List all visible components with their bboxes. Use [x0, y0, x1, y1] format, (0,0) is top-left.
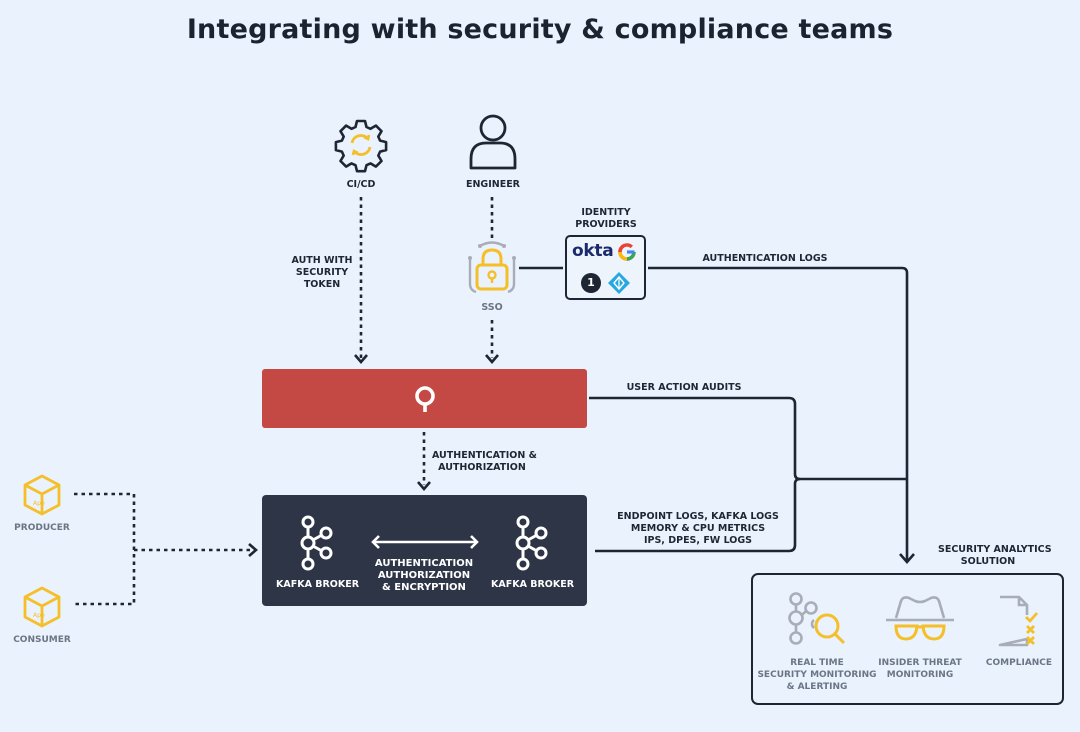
gear-sync-icon: [334, 119, 388, 173]
monitoring-line2: SECURITY MONITORING: [757, 670, 877, 680]
app-icon-text: App: [33, 612, 45, 619]
okta-logo: okta: [572, 241, 614, 261]
user-audits-edge: [589, 396, 907, 481]
bidirectional-arrow-icon: [371, 535, 479, 549]
sas-item-insider-label: INSIDER THREAT MONITORING: [870, 657, 970, 681]
identity-providers-label: IDENTITY PROVIDERS: [560, 207, 652, 231]
security-analytics-box[interactable]: REAL TIME SECURITY MONITORING & ALERTING…: [751, 573, 1064, 705]
kafka-link-line1: AUTHENTICATION: [374, 558, 474, 569]
sas-label-line2: SOLUTION: [960, 556, 1016, 567]
auth-logs-edge: [648, 266, 909, 560]
idp-label-line2: PROVIDERS: [575, 219, 637, 230]
google-icon: [618, 243, 636, 261]
kafka-icon: [300, 515, 333, 571]
arrowhead: [899, 553, 915, 564]
endpoint-logs-line2: MEMORY & CPU METRICS: [630, 523, 766, 534]
insider-line2: MONITORING: [886, 670, 954, 680]
auth-token-line1: AUTH WITH: [291, 255, 353, 266]
arrowhead: [417, 481, 431, 491]
insider-line1: INSIDER THREAT: [878, 658, 962, 668]
authn-authz-label: AUTHENTICATION & AUTHORIZATION: [432, 450, 537, 474]
kafka-cluster-box[interactable]: KAFKA BROKER AUTHENTICATION AUTHORIZATIO…: [262, 495, 587, 606]
producer-edge: [74, 492, 136, 606]
sas-item-monitoring-label: REAL TIME SECURITY MONITORING & ALERTING: [755, 657, 879, 693]
auth-token-label: AUTH WITH SECURITY TOKEN: [284, 255, 360, 291]
platform-logo-icon: [415, 386, 435, 412]
kafka-broker-right-label: KAFKA BROKER: [491, 579, 575, 590]
arrowhead: [248, 543, 258, 557]
security-analytics-label: SECURITY ANALYTICS SOLUTION: [938, 544, 1052, 568]
kafka-link-line3: & ENCRYPTION: [382, 582, 466, 593]
app-box-icon: App: [23, 586, 61, 628]
app-icon-text: App: [33, 500, 45, 507]
arrowhead: [485, 354, 499, 364]
identity-providers-box[interactable]: okta 1: [565, 235, 646, 300]
padlock-icon: [468, 241, 516, 294]
consumer-label: CONSUMER: [13, 635, 71, 645]
auth-token-line3: TOKEN: [303, 279, 341, 290]
spy-hat-icon: [886, 596, 954, 641]
endpoint-logs-line3: IPS, DPES, FW LOGS: [643, 535, 753, 546]
checklist-document-icon: [998, 595, 1039, 647]
cicd-label: CI/CD: [346, 179, 376, 190]
endpoint-logs-line1: ENDPOINT LOGS, KAFKA LOGS: [617, 511, 779, 522]
monitoring-search-icon: [788, 592, 846, 645]
kafka-link-line2: AUTHORIZATION: [377, 570, 471, 581]
endpoint-logs-label: ENDPOINT LOGS, KAFKA LOGS MEMORY & CPU M…: [612, 511, 784, 547]
azure-ad-icon: [608, 272, 630, 294]
diagram-title: Integrating with security & compliance t…: [186, 14, 894, 45]
kafka-broker-left-label: KAFKA BROKER: [276, 579, 360, 590]
onepassword-icon: 1: [581, 273, 601, 293]
sas-label-line1: SECURITY ANALYTICS: [938, 544, 1052, 555]
engineer-label: ENGINEER: [465, 179, 521, 190]
authn-authz-line2: AUTHORIZATION: [438, 462, 526, 473]
arrowhead: [354, 354, 368, 364]
producer-label: PRODUCER: [14, 523, 70, 533]
app-box-icon: App: [23, 474, 61, 516]
auth-logs-label: AUTHENTICATION LOGS: [702, 253, 828, 264]
endpoint-logs-edge: [595, 477, 801, 553]
monitoring-line1: REAL TIME: [790, 658, 844, 668]
sas-item-compliance-label: COMPLIANCE: [985, 658, 1053, 668]
kafka-icon: [515, 515, 548, 571]
sso-label: SSO: [481, 302, 503, 313]
platform-box[interactable]: [262, 369, 587, 428]
kafka-link-label: AUTHENTICATION AUTHORIZATION & ENCRYPTIO…: [374, 558, 474, 594]
monitoring-line3: & ALERTING: [786, 682, 848, 692]
idp-label-line1: IDENTITY: [581, 207, 631, 218]
authn-authz-line1: AUTHENTICATION &: [432, 450, 537, 461]
auth-token-line2: SECURITY: [295, 267, 349, 278]
user-icon: [469, 114, 517, 170]
user-audits-label: USER ACTION AUDITS: [626, 382, 742, 393]
